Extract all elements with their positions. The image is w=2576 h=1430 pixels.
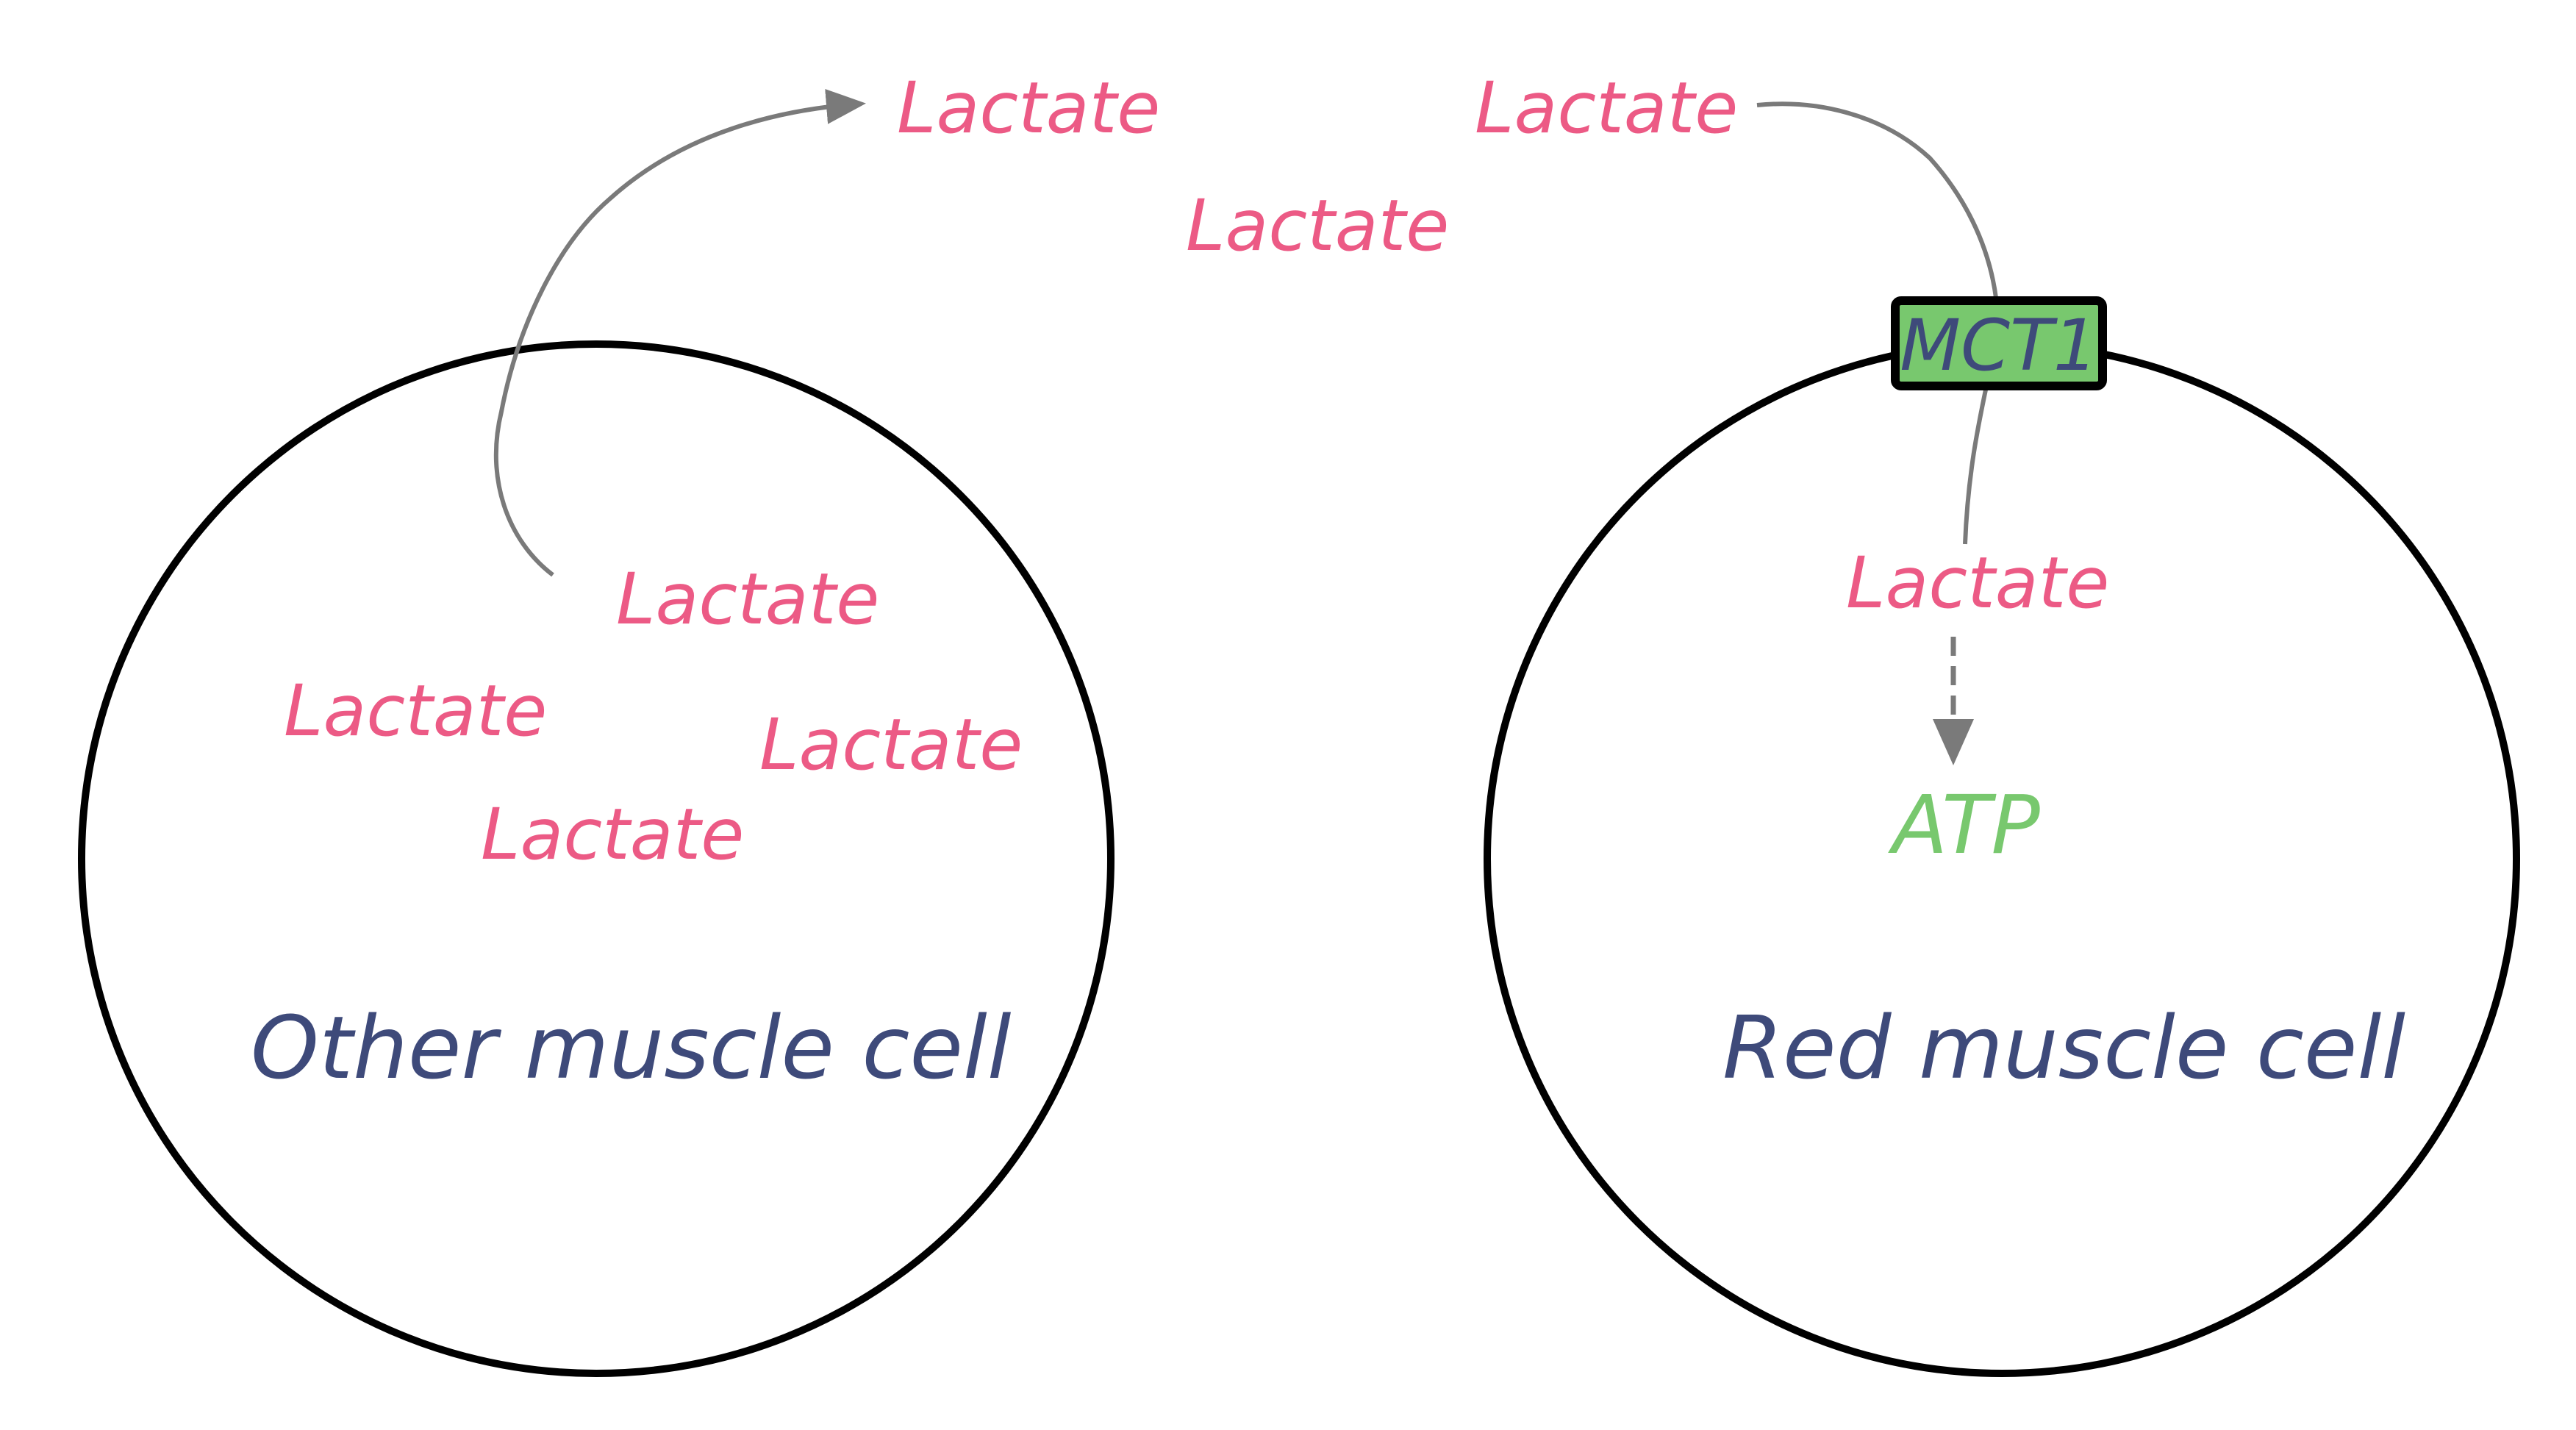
lactate-other-cell: Lactate	[284, 670, 547, 752]
lactate-red-cell: Lactate	[1846, 542, 2109, 624]
lactate-other-cell: Lactate	[481, 793, 744, 876]
red-muscle-cell-label: Red muscle cell	[1722, 997, 2405, 1098]
lactate-extracellular: Lactate	[1475, 67, 1738, 149]
lactate-extracellular: Lactate	[897, 67, 1160, 149]
other-muscle-cell-label: Other muscle cell	[251, 997, 1012, 1098]
mct1-transporter: MCT1	[1891, 296, 2107, 390]
import-curve	[1756, 101, 2000, 545]
export-arrow	[493, 88, 866, 577]
atp-label: ATP	[1888, 778, 2040, 872]
lactate-extracellular: Lactate	[1186, 185, 1449, 267]
lactate-other-cell: Lactate	[616, 558, 879, 640]
other-muscle-cell-membrane	[78, 340, 1115, 1377]
mct1-label: MCT1	[1900, 304, 2098, 387]
lactate-other-cell: Lactate	[759, 704, 1023, 786]
